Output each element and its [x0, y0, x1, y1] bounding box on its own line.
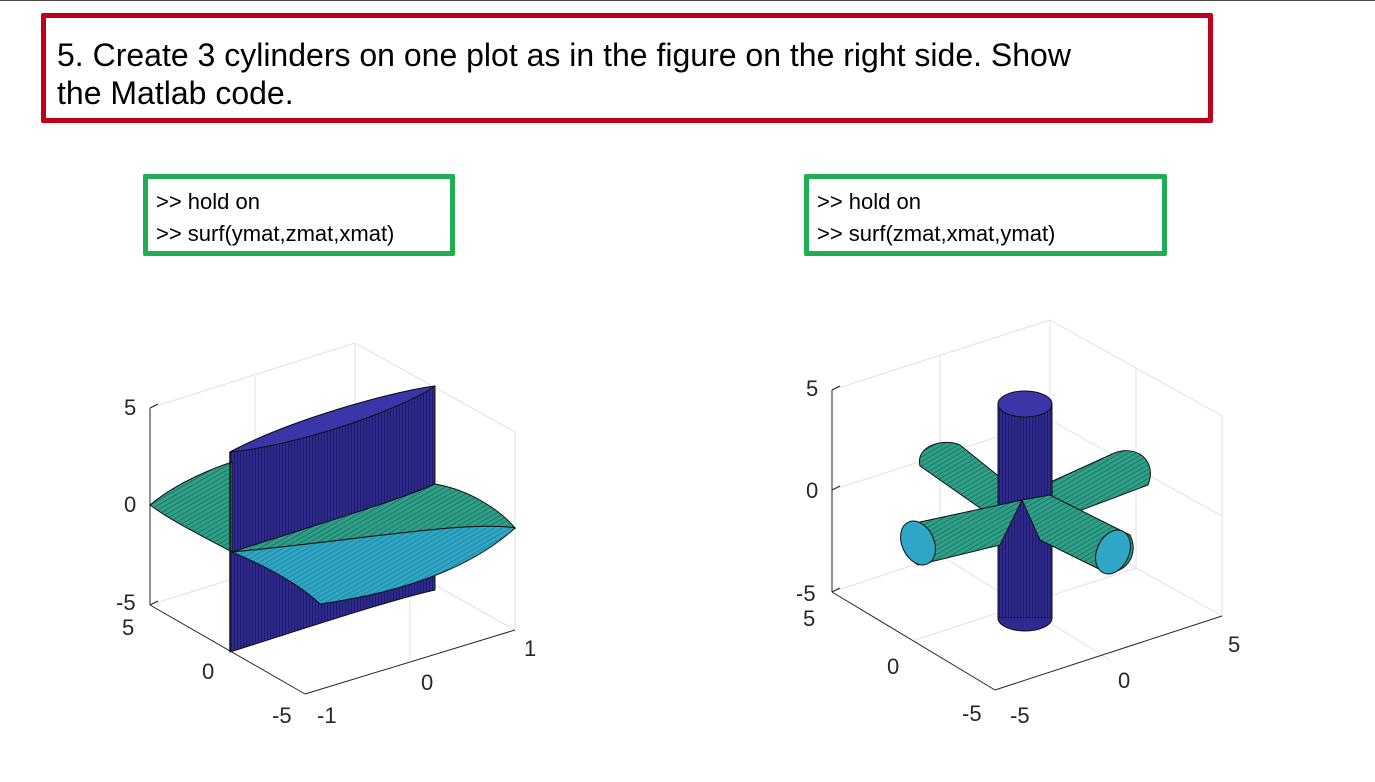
left-horizontal-cylinder-back: [149, 461, 233, 553]
left-y-tick-1: 5: [122, 615, 134, 640]
left-x-tick-2: 0: [421, 670, 433, 695]
left-plot-axes: [149, 403, 516, 695]
code-left-line-2: >> surf(ymat,zmat,xmat): [156, 221, 395, 246]
code-box-right: >> hold on >> surf(zmat,xmat,ymat): [804, 174, 1167, 256]
right-y-tick-3: -5: [962, 701, 982, 726]
right-arm-lower-left-cap: [900, 520, 936, 566]
code-right-line-2: >> surf(zmat,xmat,ymat): [817, 221, 1056, 246]
right-y-tick-2: 0: [887, 654, 899, 679]
left-vertical-cylinder-top: [229, 385, 436, 453]
right-plot: 5 0 -5 5 0 -5 -5 0 5: [796, 319, 1240, 728]
right-arm-lower-right-cap: [1095, 529, 1131, 575]
right-z-tick-2: 0: [806, 478, 818, 503]
code-right-line-1: >> hold on: [817, 189, 921, 214]
left-z-tick-1: 5: [124, 395, 136, 420]
right-z-tick-3: -5: [796, 581, 816, 606]
left-z-tick-3: -5: [116, 590, 136, 615]
right-y-tick-1: 5: [803, 606, 815, 631]
top-divider: [0, 0, 1375, 1]
left-horizontal-cylinder-bottom: [231, 525, 517, 605]
right-x-tick-2: 0: [1118, 668, 1130, 693]
left-x-tick-3: 1: [524, 636, 536, 661]
right-z-tick-1: 5: [806, 376, 818, 401]
code-left-line-1: >> hold on: [156, 189, 260, 214]
left-y-tick-2: 0: [202, 659, 214, 684]
right-vertical-cylinder-top: [997, 390, 1053, 418]
question-box: 5. Create 3 cylinders on one plot as in …: [41, 13, 1213, 123]
left-z-tick-2: 0: [124, 492, 136, 517]
question-line-2: the Matlab code.: [57, 75, 294, 111]
left-plot: 5 0 -5 5 0 -5 -1 0 1: [116, 342, 536, 728]
code-box-left: >> hold on >> surf(ymat,zmat,xmat): [143, 174, 455, 256]
left-x-tick-1: -1: [317, 703, 337, 728]
question-line-1: 5. Create 3 cylinders on one plot as in …: [57, 37, 1071, 73]
right-x-tick-3: 5: [1228, 632, 1240, 657]
right-x-tick-1: -5: [1010, 703, 1030, 728]
right-plot-axes: [831, 385, 1223, 691]
left-y-tick-3: -5: [272, 703, 292, 728]
